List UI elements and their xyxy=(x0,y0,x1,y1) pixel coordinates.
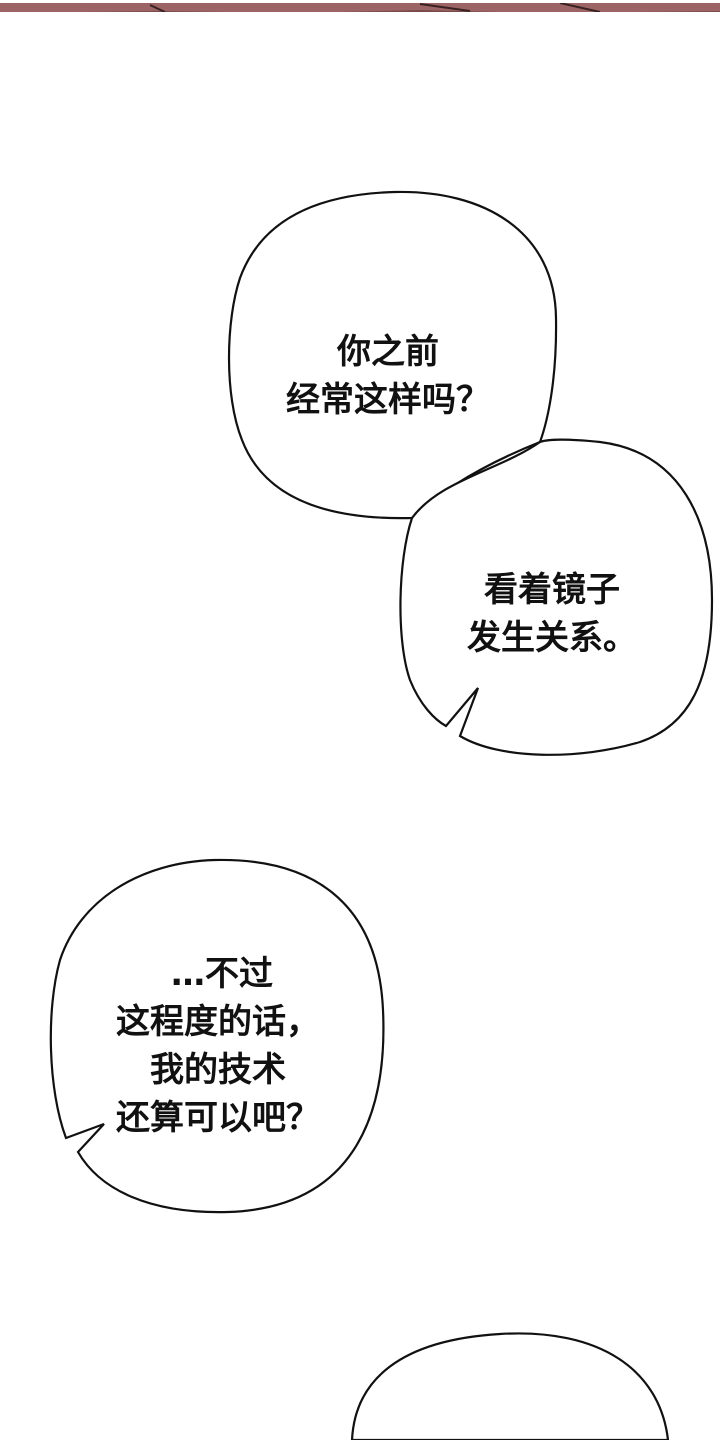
previous-panel-edge xyxy=(0,0,720,12)
bubble-3-line-4: 还算可以吧？ xyxy=(116,1098,320,1138)
speech-bubble-2 xyxy=(399,438,714,756)
bubble-3-text: …不过 这程度的话， 我的技术 还算可以吧？ xyxy=(98,950,338,1142)
bubble-2-line-2: 发生关系。 xyxy=(467,618,637,658)
speech-bubble-4 xyxy=(350,1332,670,1440)
bubble-3-line-1: …不过 xyxy=(171,954,273,994)
bubble-1-line-2: 经常这样吗？ xyxy=(286,380,490,420)
bubble-2-text: 看着镜子 发生关系。 xyxy=(452,566,652,662)
bubble-1-text: 你之前 经常这样吗？ xyxy=(268,328,508,424)
bubble-2-line-1: 看着镜子 xyxy=(484,570,620,610)
previous-panel-art xyxy=(0,2,720,12)
bubble-1-line-1: 你之前 xyxy=(337,332,439,372)
bubble-3-line-2: 这程度的话， xyxy=(116,1002,320,1042)
bubble-3-line-3: 我的技术 xyxy=(150,1050,286,1090)
speech-bubble-3 xyxy=(49,858,385,1214)
